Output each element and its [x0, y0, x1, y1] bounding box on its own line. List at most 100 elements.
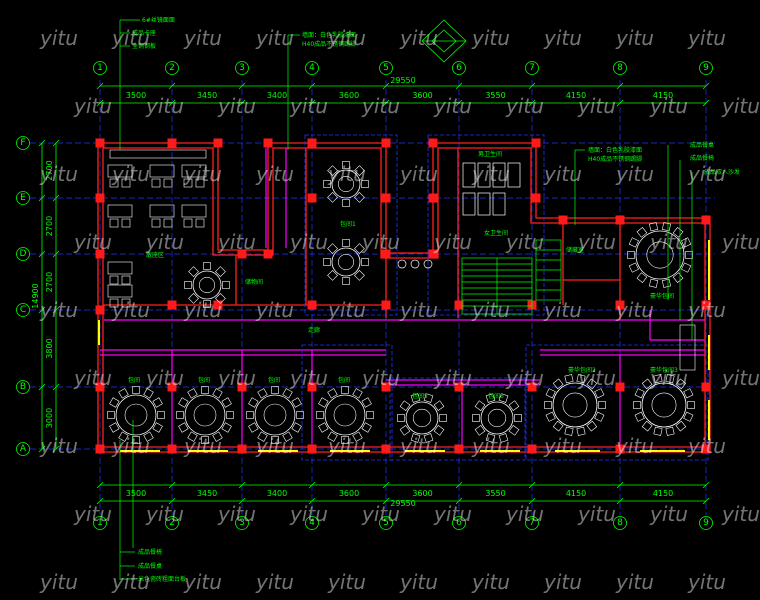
axis-bubble-col — [93, 516, 107, 530]
room-label-small-2: 包间 — [198, 376, 210, 384]
room-label-storage: 储物间 — [245, 278, 263, 286]
room-outlines — [301, 134, 709, 461]
axis-label-col: 9 — [703, 63, 709, 73]
round-table — [246, 386, 304, 444]
axis-label-col: 8 — [617, 518, 623, 528]
column — [615, 215, 625, 225]
booth-seating — [107, 284, 133, 308]
watermark-text: yitu — [255, 298, 294, 322]
watermark-text: yitu — [255, 26, 294, 50]
column — [307, 193, 317, 203]
watermark-text: yitu — [217, 94, 256, 118]
round-table — [316, 386, 374, 444]
watermark-text: yitu — [327, 162, 366, 186]
column — [428, 193, 438, 203]
watermark-text: yitu — [615, 162, 654, 186]
room-labels: 散座区 走廊 包间1 男卫生间 女卫生间 储物间 储藏室 豪华包间 豪华包间2 … — [128, 150, 678, 400]
column — [263, 249, 273, 259]
axis-label-col: 2 — [169, 518, 175, 528]
watermark-text: yitu — [145, 366, 184, 390]
room-label-dining-area: 散座区 — [146, 251, 164, 259]
watermark-text: yitu — [73, 230, 112, 254]
watermark-text: yitu — [111, 298, 150, 322]
watermark-text: yitu — [687, 434, 726, 458]
axis-bubble-row — [16, 247, 30, 261]
watermark-text: yitu — [327, 26, 366, 50]
axis-label-col: 6 — [456, 63, 462, 73]
watermark-text: yitu — [289, 94, 328, 118]
column — [237, 249, 247, 259]
dim-bottom-span: 3400 — [267, 489, 287, 498]
watermark-text: yitu — [39, 298, 78, 322]
dim-left-span: 2700 — [45, 272, 54, 292]
round-table — [472, 393, 522, 443]
watermark-text: yitu — [721, 230, 760, 254]
watermark-text: yitu — [543, 298, 582, 322]
column — [95, 138, 105, 148]
axis-label-col: 1 — [97, 518, 103, 528]
axis-label-col: 4 — [309, 518, 315, 528]
watermark-text: yitu — [399, 434, 438, 458]
axis-bubble-col — [525, 516, 539, 530]
watermark-text: yitu — [255, 434, 294, 458]
note-leaders — [119, 19, 693, 580]
column — [213, 300, 223, 310]
column — [701, 444, 711, 454]
dim-left-span: 2700 — [45, 160, 54, 180]
watermark-text: yitu — [145, 502, 184, 526]
watermark-text: yitu — [399, 26, 438, 50]
watermark-text: yitu — [255, 570, 294, 594]
room-label-small-1: 包间 — [128, 376, 140, 384]
watermark-text: yitu — [183, 570, 222, 594]
watermark-text: yitu — [111, 162, 150, 186]
watermark-text: yitu — [73, 94, 112, 118]
booth-seating — [107, 164, 133, 188]
watermark-text: yitu — [399, 570, 438, 594]
room-label-small-4: 包间 — [338, 376, 350, 384]
watermark-text: yitu — [505, 366, 544, 390]
column — [381, 300, 391, 310]
dim-top-span: 4150 — [566, 91, 586, 100]
column — [615, 300, 625, 310]
axis-label-col: 8 — [617, 63, 623, 73]
round-table — [176, 386, 234, 444]
note-bottom-left-2: 米色瓷砖粗面台板 — [138, 575, 186, 583]
room-label-office: 储藏室 — [566, 246, 584, 254]
watermark-text: yitu — [721, 94, 760, 118]
watermark-text: yitu — [543, 26, 582, 50]
column — [307, 444, 317, 454]
round-table — [397, 393, 447, 443]
axis-bubble-col — [305, 516, 319, 530]
note-right-side-1: 成品餐椅 — [690, 154, 714, 162]
column — [95, 444, 105, 454]
booth-seating — [181, 204, 207, 228]
watermark-text: yitu — [471, 570, 510, 594]
note-top-mid-0: 墙面：白色乳胶漆面 — [302, 31, 356, 39]
column — [213, 138, 223, 148]
counter — [109, 149, 207, 159]
column — [454, 382, 464, 392]
toilet-stalls — [397, 162, 521, 269]
watermark-text: yitu — [649, 230, 688, 254]
dim-bottom-span: 3450 — [197, 489, 217, 498]
watermark-text: yitu — [433, 366, 472, 390]
column — [615, 444, 625, 454]
column — [167, 382, 177, 392]
watermark-text: yitu — [471, 298, 510, 322]
sofa — [679, 324, 696, 371]
watermark-text: yitu — [543, 162, 582, 186]
dim-bottom-span: 4150 — [566, 489, 586, 498]
watermark-text: yitu — [183, 298, 222, 322]
watermark-text: yitu — [217, 230, 256, 254]
column — [428, 138, 438, 148]
watermark-text: yitu — [39, 162, 78, 186]
watermark-text: yitu — [577, 94, 616, 118]
watermark-text: yitu — [543, 570, 582, 594]
axis-label-col: 6 — [456, 518, 462, 528]
dim-bottom-span: 3600 — [339, 489, 359, 498]
axis-bubble-col — [452, 516, 466, 530]
column — [237, 382, 247, 392]
column — [167, 444, 177, 454]
room-label-vip-big-a: 豪华包间 — [650, 292, 674, 300]
